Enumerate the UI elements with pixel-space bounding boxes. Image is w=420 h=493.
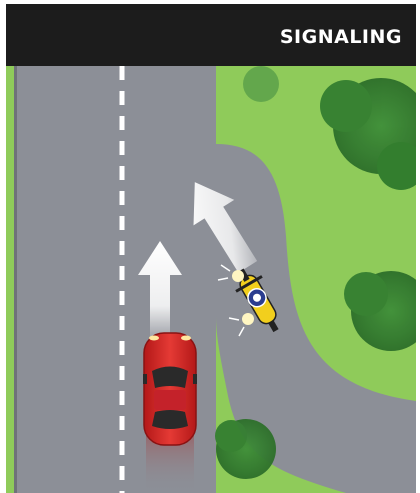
traffic-scene [6,66,416,493]
scene-svg [6,66,416,493]
car-icon [143,333,197,445]
road-edge [14,66,17,493]
header-bar: SIGNALING [6,4,416,66]
page-title: SIGNALING [280,26,402,48]
tree-icon [243,66,279,102]
